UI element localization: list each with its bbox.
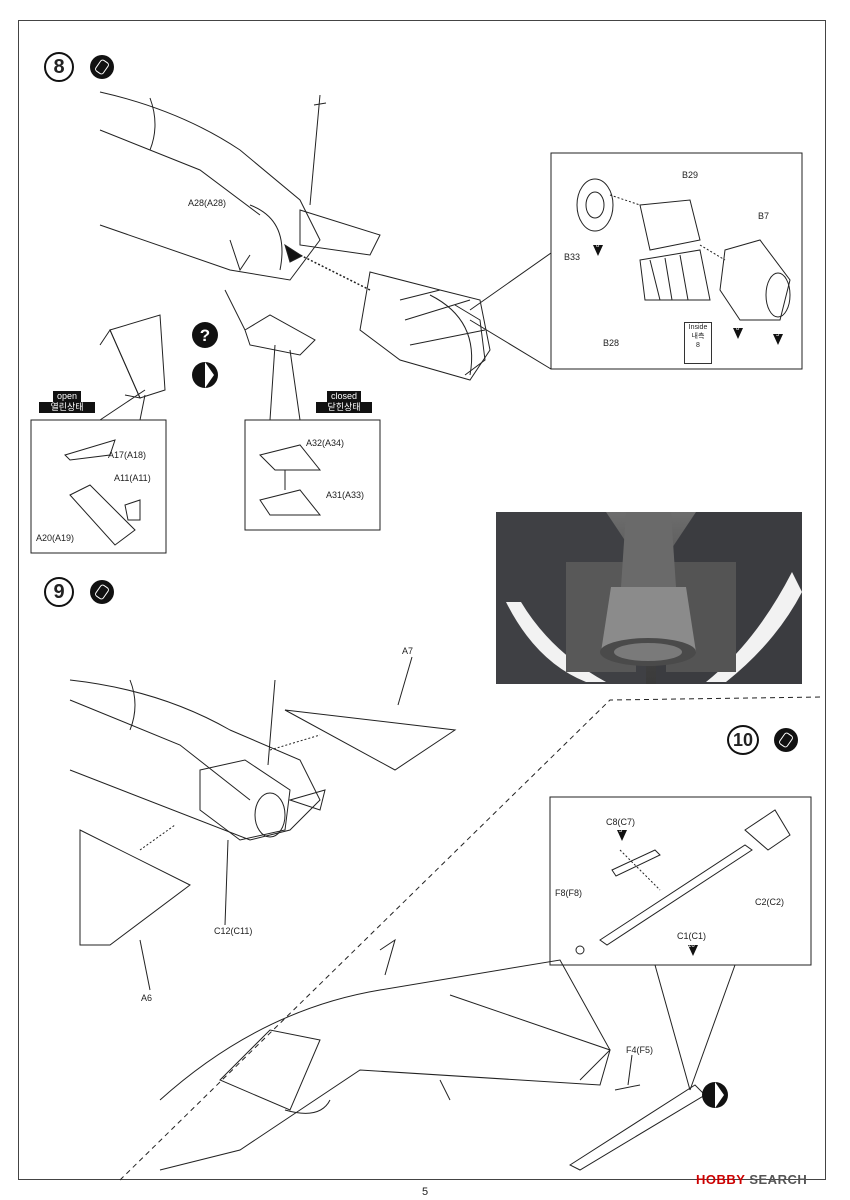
reference-photo <box>496 512 802 684</box>
page-number: 5 <box>421 1186 429 1198</box>
step-number-10: 10 <box>727 725 759 755</box>
paint-ref-b7b: 5 <box>776 332 780 338</box>
closed-tag-ko: 닫힌상태 <box>316 402 372 413</box>
step9-fuselage <box>69 679 457 946</box>
question-icon <box>192 322 218 348</box>
open-tag-ko: 열린상태 <box>39 402 95 413</box>
label-a6: A6 <box>141 993 153 1003</box>
label-c2: C2(C2) <box>755 897 785 907</box>
label-b33: B33 <box>564 252 581 262</box>
part-a32 <box>259 444 322 471</box>
watermark-brand-b: SEARCH <box>749 1172 808 1187</box>
step8-insert-arrow <box>289 249 371 291</box>
zoom-lines-10 <box>654 964 736 1091</box>
label-b28: B28 <box>603 338 620 348</box>
part-a7 <box>284 709 457 771</box>
inside-tag-ko: 내측 <box>691 333 705 340</box>
part-c2 <box>744 809 791 851</box>
closed-detail-box <box>244 419 381 531</box>
label-a32: A32(A34) <box>306 438 345 448</box>
label-c12: C12(C11) <box>214 926 253 936</box>
part-a20 <box>69 484 136 546</box>
label-f8: F8(F8) <box>555 888 582 898</box>
open-detail-box <box>30 419 167 554</box>
hood-part <box>244 314 316 356</box>
paint-ref-c8: 3 <box>619 828 623 834</box>
label-b7: B7 <box>758 211 770 221</box>
glue-icon <box>90 55 114 79</box>
closed-tag-en: closed <box>326 391 361 402</box>
paint-markers-zoom <box>593 245 783 345</box>
part-f8 <box>575 945 585 955</box>
step8-nozzle <box>359 271 491 381</box>
step-number-9: 9 <box>44 577 74 607</box>
step10-aircraft <box>159 938 706 1171</box>
watermark: HOBBY SEARCH <box>696 1172 807 1187</box>
paint-ref-b7a: 8 <box>736 326 740 332</box>
reference-photo-image <box>496 512 802 684</box>
step8-zoom-box <box>550 152 803 370</box>
watermark-brand-a: HOBBY <box>696 1172 746 1187</box>
ejection-seat-open <box>109 314 166 399</box>
step-divider <box>119 696 821 1181</box>
zoom-parts <box>576 178 791 321</box>
label-a28: A28(A28) <box>188 198 227 208</box>
part-a17 <box>64 439 116 461</box>
closed-tag: closed 닫힌상태 <box>316 391 372 413</box>
glue-icon <box>774 728 798 752</box>
label-c8: C8(C7) <box>606 817 636 827</box>
label-c1: C1(C1) <box>677 931 707 941</box>
missile-mounted <box>568 1084 706 1171</box>
part-a31 <box>259 489 322 516</box>
part-a11 <box>124 499 141 521</box>
inside-tag-en: Inside <box>688 324 708 331</box>
part-a6 <box>79 829 191 946</box>
label-b29: B29 <box>682 170 699 180</box>
label-a7: A7 <box>402 646 414 656</box>
label-a31: A31(A33) <box>326 490 365 500</box>
step10-zoom-box <box>549 796 812 966</box>
part-c8 <box>611 849 661 877</box>
label-f4: F4(F5) <box>626 1045 653 1055</box>
question-glyph: ? <box>200 326 210 345</box>
open-tag-en: open <box>52 391 82 402</box>
open-tag: open 열린상태 <box>39 391 95 413</box>
paint-ref-b33: 8 <box>596 243 600 249</box>
step-number-8: 8 <box>44 52 74 82</box>
glue-icon <box>90 580 114 604</box>
inside-tag: Inside 내측 8 <box>684 322 712 364</box>
arrow-head <box>284 243 304 263</box>
label-a17: A17(A18) <box>108 450 147 460</box>
paint-ref-c1: 16 <box>688 943 695 949</box>
missile-body <box>599 844 753 946</box>
step8-fuselage <box>99 91 381 281</box>
inside-tag-num: 8 <box>696 342 700 349</box>
zoom-lines <box>469 252 552 370</box>
label-a11: A11(A11) <box>114 473 151 483</box>
label-a20: A20(A19) <box>36 533 75 543</box>
